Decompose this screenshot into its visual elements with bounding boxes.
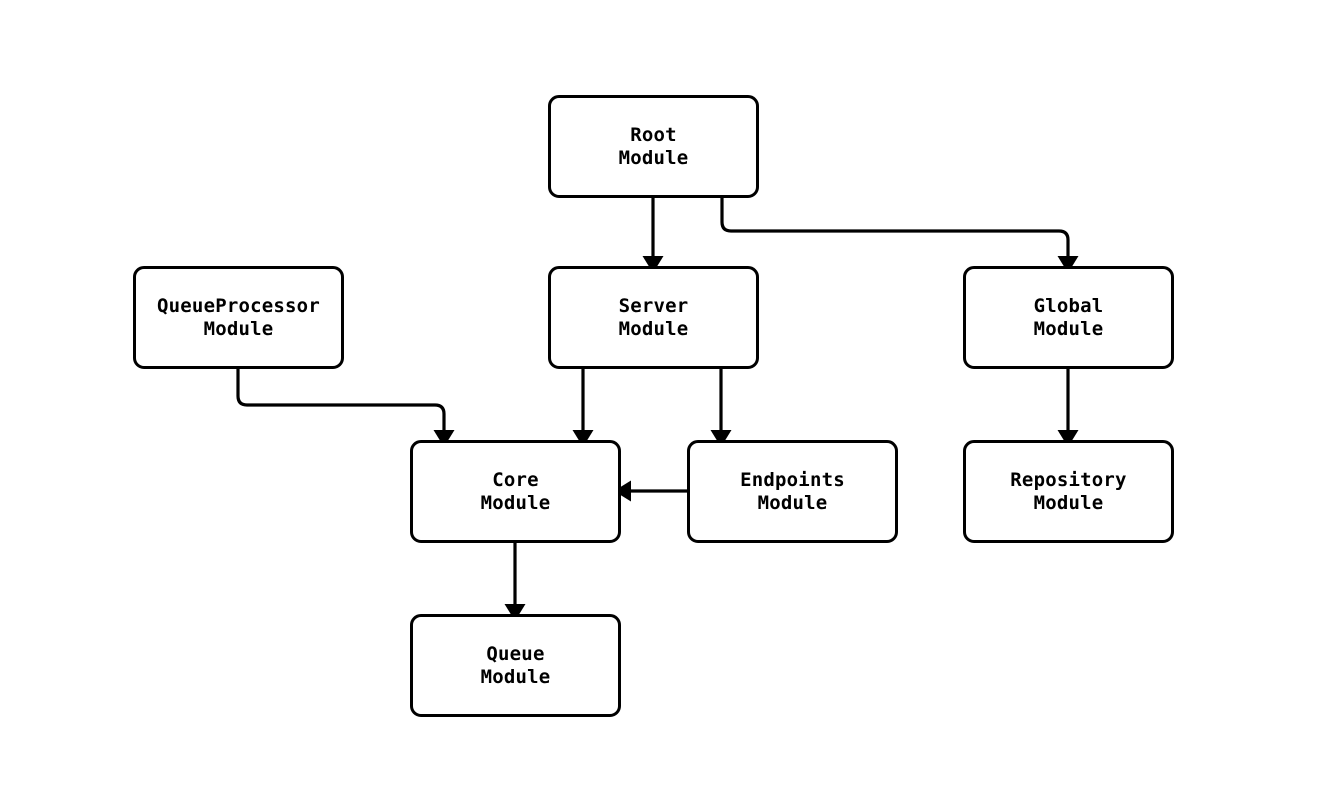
arrowhead-server-to-core	[572, 430, 594, 447]
arrowhead-root-to-server	[642, 256, 664, 273]
node-core[interactable]: Core Module	[410, 440, 621, 543]
node-label-root: Root Module	[618, 124, 689, 169]
node-root[interactable]: Root Module	[548, 95, 759, 198]
node-label-repository: Repository Module	[1010, 469, 1127, 514]
arrowhead-queueprocessor-to-core	[433, 430, 455, 447]
arrowhead-root-to-global	[1057, 256, 1079, 273]
node-queue[interactable]: Queue Module	[410, 614, 621, 717]
node-global[interactable]: Global Module	[963, 266, 1174, 369]
arrowheads-group	[433, 256, 1079, 621]
edges-group	[236, 198, 1070, 604]
arrowhead-endpoints-to-core	[614, 480, 631, 502]
node-server[interactable]: Server Module	[548, 266, 759, 369]
node-label-core: Core Module	[480, 469, 551, 514]
arrowhead-global-to-repository	[1057, 430, 1079, 447]
arrowhead-core-to-queue	[504, 604, 526, 621]
edge-queueprocessor-to-core	[236, 369, 446, 430]
node-label-endpoints: Endpoints Module	[740, 469, 845, 514]
node-label-queueprocessor: QueueProcessor Module	[157, 295, 320, 340]
node-label-global: Global Module	[1033, 295, 1104, 340]
node-label-queue: Queue Module	[480, 643, 551, 688]
node-endpoints[interactable]: Endpoints Module	[687, 440, 898, 543]
node-label-server: Server Module	[618, 295, 689, 340]
node-queueprocessor[interactable]: QueueProcessor Module	[133, 266, 344, 369]
edge-root-to-global	[720, 198, 1070, 256]
arrowhead-server-to-endpoints	[710, 430, 732, 447]
node-repository[interactable]: Repository Module	[963, 440, 1174, 543]
